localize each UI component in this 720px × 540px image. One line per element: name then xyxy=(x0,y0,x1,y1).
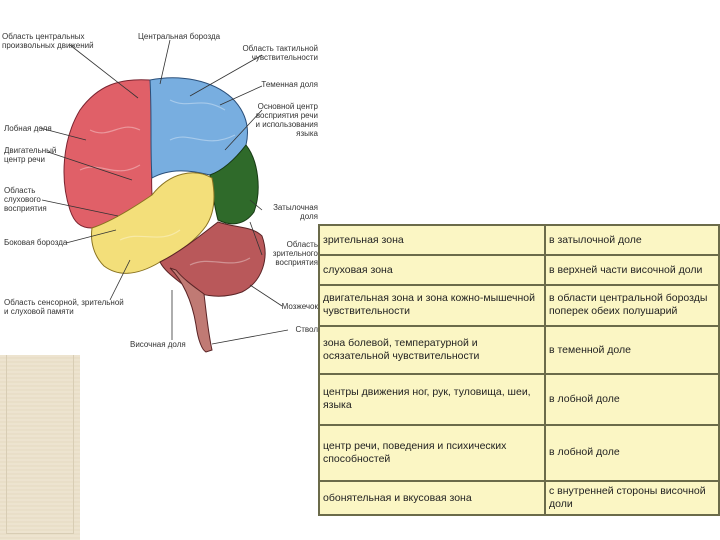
label-occipital-lobe: Затылочная доля xyxy=(273,203,318,221)
zone-cell: зрительная зона xyxy=(318,223,546,257)
zone-cell: обонятельная и вкусовая зона xyxy=(318,480,546,516)
table-row: центры движения ног, рук, туловища, шеи,… xyxy=(318,373,720,426)
zone-cell: центры движения ног, рук, туловища, шеи,… xyxy=(318,373,546,426)
label-speech-motor: Двигательный центр речи xyxy=(4,146,57,164)
cerebellum xyxy=(159,221,266,297)
location-cell: в верхней части височной доли xyxy=(544,254,720,286)
zone-cell: центр речи, поведения и психических спос… xyxy=(318,423,546,483)
label-parietal-lobe: Теменная доля xyxy=(261,80,318,89)
brain-figure: Область центральных произвольных движени… xyxy=(0,0,320,355)
zone-cell: двигательная зона и зона кожно-мышечной … xyxy=(318,283,546,327)
label-brainstem: Ствол xyxy=(295,325,318,334)
brainstem xyxy=(169,267,213,353)
zone-cell: зона болевой, температурной и осязательн… xyxy=(318,324,546,376)
table-row: двигательная зона и зона кожно-мышечной … xyxy=(318,283,720,327)
label-visual-area: Область зрительного восприятия xyxy=(272,240,318,267)
table-row: центр речи, поведения и психических спос… xyxy=(318,423,720,483)
label-sensory-area: Область тактильной чувствительности xyxy=(242,44,318,62)
table-row: зрительная зона в затылочной доле xyxy=(318,223,720,257)
label-cerebellum: Мозжечок xyxy=(281,302,318,311)
label-lateral-sulcus: Боковая борозда xyxy=(4,238,68,247)
occipital-lobe xyxy=(209,144,259,225)
location-cell: в лобной доле xyxy=(544,373,720,426)
temporal-lobe xyxy=(91,172,215,274)
table-row: зона болевой, температурной и осязательн… xyxy=(318,324,720,376)
label-auditory-area: Область слухового восприятия xyxy=(4,186,47,213)
label-central-sulcus: Центральная борозда xyxy=(138,32,221,41)
label-temporal-lobe: Височная доля xyxy=(130,340,186,349)
zone-cell: слуховая зона xyxy=(318,254,546,286)
label-memory-area: Область сенсорной, зрительной и слуховой… xyxy=(4,298,124,316)
zones-table: зрительная зона в затылочной доле слухов… xyxy=(318,223,720,516)
location-cell: в лобной доле xyxy=(544,423,720,483)
table-row: слуховая зона в верхней части височной д… xyxy=(318,254,720,286)
label-motor-area: Область центральных произвольных движени… xyxy=(2,32,94,50)
location-cell: в теменной доле xyxy=(544,324,720,376)
location-cell: в области центральной борозды поперек об… xyxy=(544,283,720,327)
location-cell: в затылочной доле xyxy=(544,223,720,257)
label-speech-center: Основной центр восприятия речи и использ… xyxy=(255,102,318,138)
location-cell: с внутренней стороны височной доли xyxy=(544,480,720,516)
brain-illustration xyxy=(39,39,289,353)
label-frontal-lobe: Лобная доля xyxy=(4,124,52,133)
table-row: обонятельная и вкусовая зона с внутренне… xyxy=(318,480,720,516)
